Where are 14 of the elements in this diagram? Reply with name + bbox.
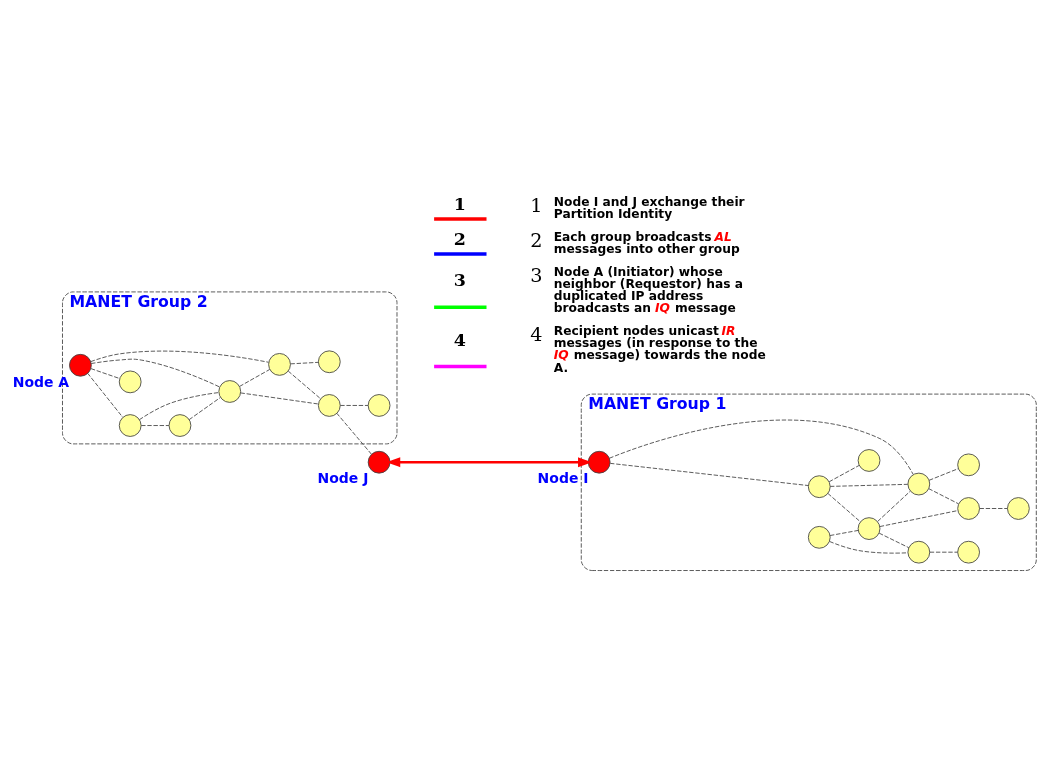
label: Recipient nodes unicast IR messages (in response to the IQ message) towards the node A.	[553, 323, 766, 375]
label: Node I and J exchange their Partition Identity	[553, 194, 745, 221]
label: 4	[530, 322, 543, 346]
legend-label: 2	[453, 228, 466, 249]
legend-label: 3	[453, 269, 466, 290]
label: 1	[530, 193, 543, 217]
label: 2	[530, 228, 543, 252]
legend-label: 4	[453, 329, 466, 350]
label: Node A (Initiator) whose neighbor (Requestor) has a duplicated IP address broadcasts an IQ message	[553, 264, 743, 315]
node-label: Node J	[317, 469, 369, 486]
node-label: Node I	[537, 469, 589, 486]
label: Each group broadcasts AL messages into other group	[553, 229, 740, 256]
label: 3	[530, 263, 543, 287]
legend-label: 1	[453, 193, 466, 214]
